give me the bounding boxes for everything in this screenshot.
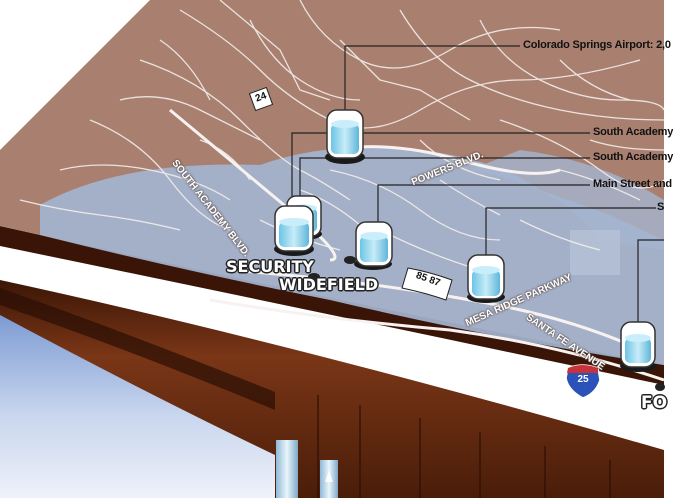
water-tank-icon bbox=[467, 254, 505, 303]
water-tank-icon bbox=[325, 109, 365, 164]
powers-blvd-line bbox=[329, 145, 561, 175]
basin-area bbox=[40, 147, 664, 365]
interstate-25-number: 25 bbox=[577, 374, 589, 385]
well-markers bbox=[308, 256, 665, 391]
callout-leaders bbox=[291, 45, 664, 322]
callout-s: S bbox=[657, 201, 665, 213]
water-tank-icon bbox=[620, 321, 656, 372]
cross-section bbox=[0, 280, 664, 498]
aquifer-cutaway bbox=[0, 315, 275, 498]
place-security: SECURITY bbox=[226, 257, 314, 276]
callout-colorado-springs-airport: Colorado Springs Airport: 2,0 bbox=[523, 39, 671, 51]
callout-main-street: Main Street and bbox=[593, 178, 672, 190]
callout-south-academy-1: South Academy bbox=[593, 126, 673, 138]
santa-fe-line bbox=[209, 298, 665, 382]
well-pipe bbox=[276, 440, 298, 498]
water-tank-icon bbox=[354, 221, 393, 270]
highway-shield-icon bbox=[248, 86, 274, 112]
map-edge bbox=[0, 226, 664, 385]
place-fountain: FO bbox=[641, 393, 668, 413]
mesa-ridge-line bbox=[229, 268, 631, 347]
place-widefield: WIDEFIELD bbox=[279, 275, 379, 294]
road-network bbox=[19, 0, 665, 271]
callout-south-academy-2: South Academy bbox=[593, 151, 673, 163]
water-tank-icon bbox=[274, 205, 314, 256]
highway-shield-icon bbox=[401, 267, 453, 301]
interstate-shield-icon bbox=[565, 364, 601, 399]
